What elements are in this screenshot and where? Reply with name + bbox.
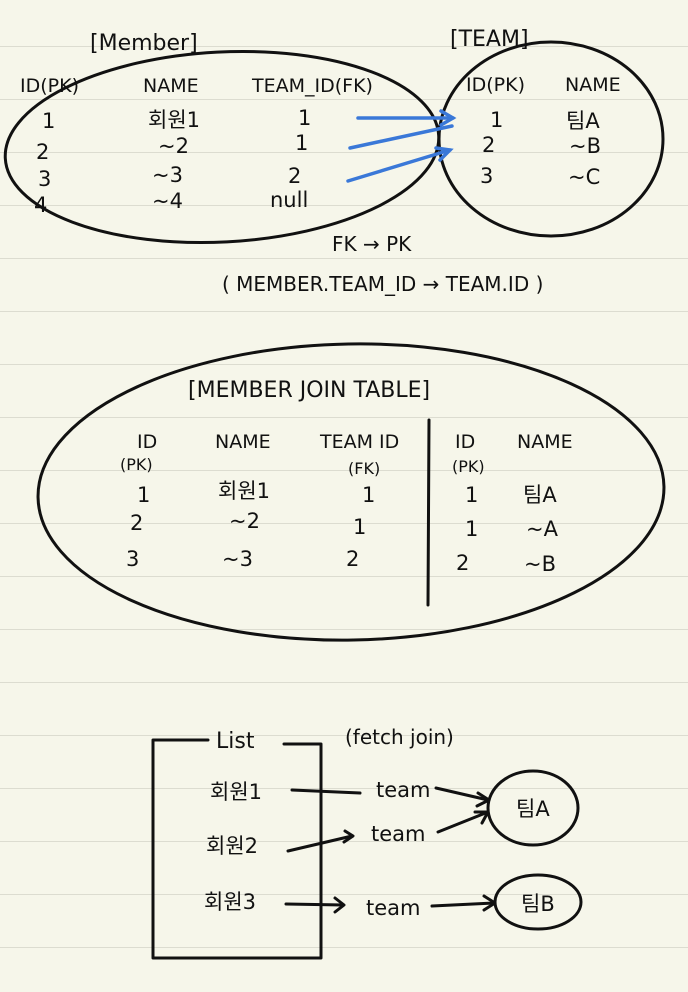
member-cell-team-id: null [270, 188, 308, 212]
join-sub-pk: (PK) [120, 455, 153, 474]
join-cell: 1 [465, 483, 478, 507]
team-node-b-label: 팀B [521, 892, 555, 916]
join-cell: ~2 [229, 509, 260, 533]
team-cell-name: ~B [569, 134, 601, 158]
edge-label: team [376, 778, 430, 802]
edge-label: team [371, 822, 425, 846]
join-cell: 1 [465, 517, 478, 541]
fk-pk-mapping: ( MEMBER.TEAM_ID → TEAM.ID ) [222, 272, 543, 296]
join-cell: 1 [353, 515, 366, 539]
join-cell: 2 [130, 511, 143, 535]
join-header-id: ID [137, 431, 157, 453]
team-cell-name: ~C [568, 165, 600, 189]
member-cell-id: 4 [34, 193, 47, 217]
team-header-id: ID(PK) [466, 74, 525, 96]
list-box [151, 738, 323, 960]
join-sub-team-pk: (PK) [452, 457, 485, 476]
join-cell: 1 [362, 483, 375, 507]
team-cell-id: 2 [482, 133, 495, 157]
join-cell: 회원1 [218, 479, 270, 503]
member-cell-name: ~3 [152, 163, 183, 187]
fk-pk-note: FK → PK [332, 232, 412, 256]
join-header-team-pk: ID [455, 431, 475, 453]
team-ellipse [437, 40, 665, 238]
list-item: 회원2 [206, 834, 258, 858]
join-cell: ~B [524, 552, 556, 576]
member-cell-name: ~2 [158, 134, 189, 158]
list-label: List [216, 729, 255, 754]
team-title: [TEAM] [450, 27, 529, 52]
list-item: 회원3 [204, 890, 256, 914]
join-header-team-name: NAME [517, 431, 573, 453]
member-cell-name: ~4 [152, 189, 183, 213]
fk-arrows [346, 109, 457, 183]
member-header-name: NAME [143, 75, 199, 97]
team-cell-id: 1 [490, 108, 503, 132]
join-title: [MEMBER JOIN TABLE] [188, 378, 430, 403]
member-cell-id: 1 [42, 109, 55, 133]
member-header-id: ID(PK) [20, 75, 79, 97]
team-node-a [486, 769, 580, 847]
member-header-team-id: TEAM_ID(FK) [251, 75, 373, 97]
join-header-name: NAME [215, 431, 271, 453]
join-sub-fk: (FK) [348, 459, 380, 478]
team-cell-id: 3 [480, 164, 493, 188]
join-cell: 1 [137, 483, 150, 507]
member-cell-id: 3 [38, 167, 51, 191]
team-node-a-label: 팀A [516, 797, 550, 821]
fetch-join-note: (fetch join) [345, 725, 454, 749]
join-divider [426, 418, 431, 607]
team-header-name: NAME [565, 74, 621, 96]
join-ellipse [36, 342, 666, 642]
join-cell: 팀A [523, 483, 557, 507]
team-cell-name: 팀A [566, 109, 600, 133]
member-cell-name: 회원1 [148, 108, 200, 132]
list-item: 회원1 [210, 780, 262, 804]
member-ellipse [3, 49, 441, 245]
member-title: [Member] [90, 31, 198, 56]
join-cell: 2 [456, 551, 469, 575]
edge-label: team [366, 896, 420, 920]
join-header-team-id: TEAM ID [319, 431, 399, 453]
join-cell: 3 [126, 547, 139, 571]
member-cell-team-id: 1 [298, 106, 311, 130]
fetch-edges [284, 786, 497, 914]
member-cell-team-id: 2 [288, 164, 301, 188]
join-cell: 2 [346, 547, 359, 571]
join-cell: ~3 [222, 547, 253, 571]
member-cell-id: 2 [36, 140, 49, 164]
team-node-b [493, 873, 583, 931]
member-cell-team-id: 1 [295, 131, 308, 155]
join-cell: ~A [526, 517, 559, 541]
